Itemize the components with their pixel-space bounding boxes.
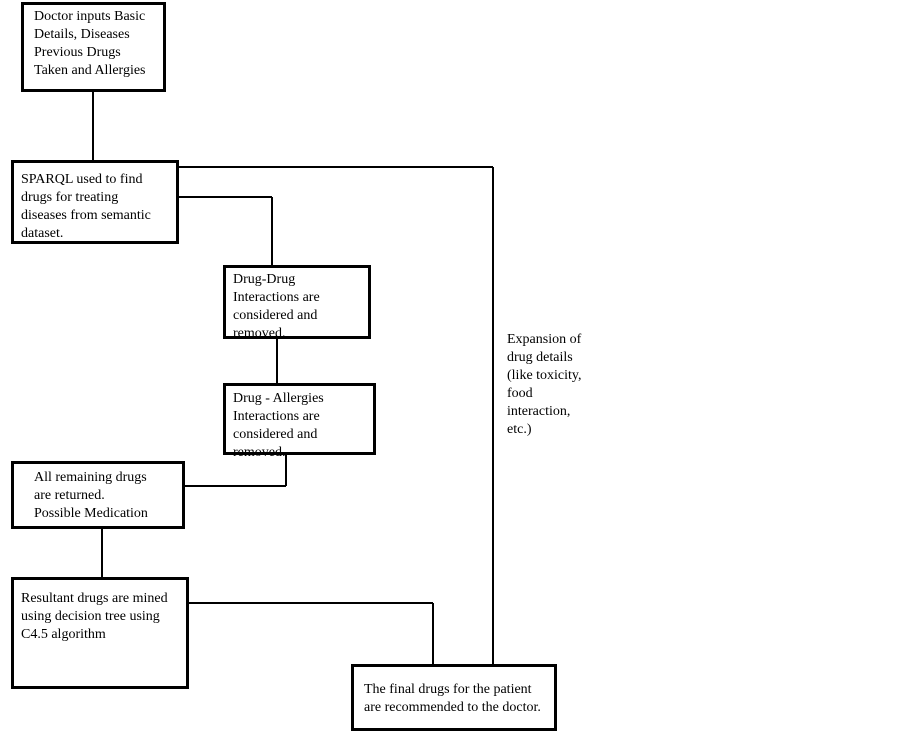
node-final-recommendation: The final drugs for the patient are reco… — [351, 664, 557, 731]
node-decision-tree: Resultant drugs are mined using decision… — [11, 577, 189, 689]
node-doctor-input: Doctor inputs Basic Details, Diseases Pr… — [21, 2, 166, 92]
node-drug-drug: Drug-Drug Interactions are considered an… — [223, 265, 371, 341]
node-sparql: SPARQL used to find drugs for treating d… — [11, 160, 179, 244]
annotation-expansion: Expansion of drug details (like toxicity… — [507, 332, 582, 437]
node-drug-allergies: Drug - Allergies Interactions are consid… — [223, 383, 376, 460]
node-remaining-drugs: All remaining drugs are returned. Possib… — [11, 461, 185, 529]
